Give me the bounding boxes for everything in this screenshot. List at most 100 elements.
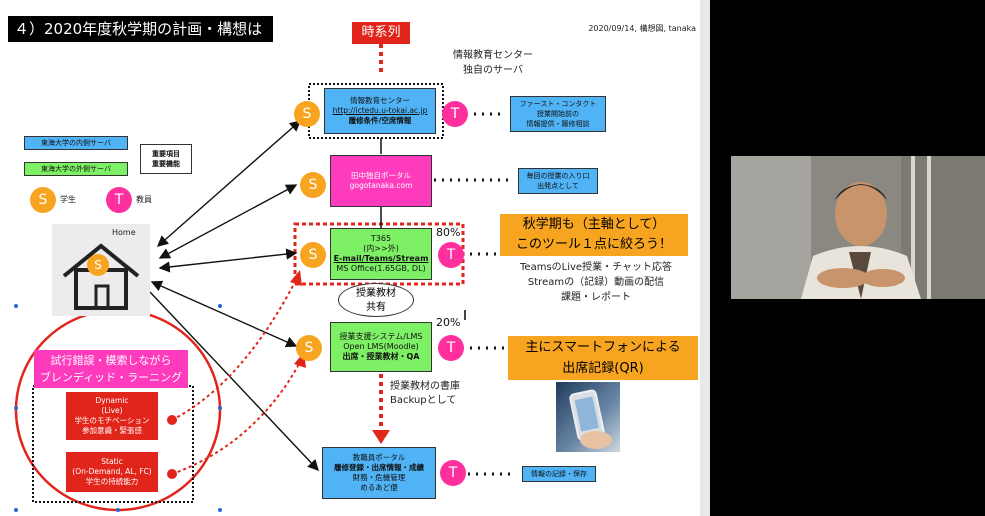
blended-header: 試行錯誤・模索しながら ブレンディッド・ラーニング bbox=[34, 350, 188, 388]
timeline-arrowhead bbox=[372, 430, 390, 444]
note-first-contact-line3: 情報提供・履修相談 bbox=[526, 120, 590, 128]
blended-dynamic-box: Dynamic (Live) 学生のモチベーション 参加意識・緊張感 bbox=[66, 392, 158, 440]
dynamic-line2: (Live) bbox=[101, 406, 123, 415]
arrow-home-t365 bbox=[158, 248, 298, 273]
legend-internal: 東海大学の内側サーバ bbox=[24, 136, 128, 150]
dynamic-line1: Dynamic bbox=[95, 396, 129, 405]
backup-caption: 授業教材の書庫 Backupとして bbox=[390, 380, 470, 408]
node-info-center[interactable]: 情報教育センター http://ictedu.u-tokai.ac.jp 履修条… bbox=[324, 88, 436, 134]
note-entry-line1: 毎回の授業の入り口 bbox=[526, 172, 590, 180]
t365-percent: 80% bbox=[436, 226, 461, 239]
legend-teacher-label: 教員 bbox=[136, 195, 152, 204]
slide-title: ４）2020年度秋学期の計画・構想は bbox=[8, 16, 273, 42]
text-cursor bbox=[464, 310, 466, 320]
note-entry-line2: 出発点として bbox=[537, 182, 579, 190]
materials-line2: 共有 bbox=[366, 302, 386, 313]
callout-smartphone: 主にスマートフォンによる 出席記録(QR) bbox=[508, 336, 698, 380]
smartphone-photo bbox=[556, 382, 620, 452]
arrow-home-portal bbox=[158, 184, 298, 259]
node-lms-platform: Open LMS(Moodle) bbox=[343, 342, 419, 351]
date-author: 2020/09/14, 構想図, tanaka bbox=[588, 24, 696, 33]
curve-dynamic-t365 bbox=[171, 279, 297, 421]
slide-canvas: ４）2020年度秋学期の計画・構想は 2020/09/14, 構想図, tana… bbox=[0, 0, 710, 516]
home-panel: Home S bbox=[52, 224, 150, 316]
legend-important-line1: 重要項目 bbox=[152, 150, 180, 158]
house-icon bbox=[62, 243, 140, 310]
node-portal-url[interactable]: gogotanaka.com bbox=[349, 181, 413, 190]
teacher-icon-t365: T bbox=[438, 242, 464, 268]
teams-line1: TeamsのLive授業・チャット応答 bbox=[520, 262, 672, 273]
node-staff-line4: めるあど便 bbox=[360, 483, 398, 492]
dynamic-dot bbox=[167, 415, 177, 425]
callout-focus: 秋学期も（主軸として） このツール１点に絞ろう！ bbox=[500, 214, 688, 256]
note-record: 情報の記録・保存 bbox=[522, 466, 596, 482]
node-staff-line3: 財務・危機管理 bbox=[352, 473, 406, 482]
materials-line1: 授業教材 bbox=[356, 288, 396, 299]
static-line1: Static bbox=[101, 457, 123, 466]
teams-usage-notes: TeamsのLive授業・チャット応答 Streamの（記録）動画の配信 課題・… bbox=[498, 260, 694, 305]
timeline-label: 時系列 bbox=[352, 22, 410, 44]
callout-focus-line1: 秋学期も（主軸として） bbox=[522, 217, 666, 232]
blended-static-box: Static (On-Demand, AL, FC) 学生の持続能力 bbox=[66, 452, 158, 492]
teams-line3: 課題・レポート bbox=[561, 292, 631, 303]
note-first-contact: ファースト・コンタクト 授業開始前の 情報提供・履修相談 bbox=[510, 96, 606, 132]
node-staff-portal[interactable]: 教職員ポータル 履修登録・出席情報・成績 財務・危機管理 めるあど便 bbox=[322, 447, 436, 499]
node-tanaka-portal[interactable]: 田中独自ポータル gogotanaka.com bbox=[330, 155, 432, 207]
static-line2: (On-Demand, AL, FC) bbox=[72, 467, 152, 476]
student-icon-portal: S bbox=[300, 172, 326, 198]
node-info-center-title: 情報教育センター bbox=[350, 96, 410, 105]
node-lms-features: 出席・授業教材・QA bbox=[342, 352, 420, 361]
teams-line2: Streamの（記録）動画の配信 bbox=[527, 277, 665, 288]
backup-line2: Backupとして bbox=[390, 395, 457, 406]
materials-share-ellipse: 授業教材 共有 bbox=[338, 283, 414, 317]
blended-header-line2: ブレンディッド・ラーニング bbox=[39, 371, 183, 384]
server-caption: 情報教育センター 独自のサーバ bbox=[438, 48, 548, 78]
curve-dynamic-arrowhead bbox=[290, 270, 302, 286]
server-caption-line1: 情報教育センター bbox=[453, 50, 533, 61]
callout-smartphone-line1: 主にスマートフォンによる bbox=[525, 340, 681, 355]
arrow-home-staff bbox=[149, 291, 319, 472]
node-t365[interactable]: T365 (内>>外) E-mail/Teams/Stream MS Offic… bbox=[330, 228, 432, 280]
slide-scrollbar[interactable] bbox=[700, 0, 710, 516]
webcam-presenter-image bbox=[731, 156, 985, 299]
home-student-icon: S bbox=[87, 254, 109, 276]
note-first-contact-line1: ファースト・コンタクト bbox=[519, 100, 597, 108]
arrow-home-center bbox=[156, 120, 302, 247]
static-line3: 学生の持続能力 bbox=[85, 477, 139, 486]
legend-student-label: 学生 bbox=[60, 195, 76, 204]
legend-student-icon: S bbox=[30, 187, 56, 213]
arrow-home-lms bbox=[150, 280, 298, 348]
node-info-center-url[interactable]: http://ictedu.u-tokai.ac.jp bbox=[332, 106, 428, 115]
node-t365-title: T365 bbox=[370, 234, 392, 243]
node-staff-line2: 履修登録・出席情報・成績 bbox=[334, 463, 424, 472]
legend-important: 重要項目 重要機能 bbox=[140, 144, 192, 174]
lms-percent: 20% bbox=[436, 316, 461, 329]
smartphone-icon bbox=[569, 389, 612, 449]
node-staff-title: 教職員ポータル bbox=[352, 453, 406, 462]
teacher-icon-lms: T bbox=[438, 335, 464, 361]
node-t365-office: MS Office(1.65GB, DL) bbox=[336, 264, 426, 273]
static-dot bbox=[167, 469, 177, 479]
student-icon-center: S bbox=[294, 101, 320, 127]
server-caption-line2: 独自のサーバ bbox=[463, 65, 523, 76]
teacher-icon-staff: T bbox=[440, 460, 466, 486]
student-icon-lms: S bbox=[296, 335, 322, 361]
node-t365-direction: (内>>外) bbox=[363, 244, 399, 253]
curve-static-lms bbox=[171, 361, 301, 475]
node-t365-tools: E-mail/Teams/Stream bbox=[333, 254, 429, 263]
node-info-center-desc: 履修条件/空席情報 bbox=[348, 116, 412, 125]
note-first-contact-line2: 授業開始前の bbox=[537, 110, 579, 118]
dynamic-line4: 参加意識・緊張感 bbox=[82, 426, 142, 435]
home-label: Home bbox=[112, 228, 136, 237]
node-lms[interactable]: 授業支援システム/LMS Open LMS(Moodle) 出席・授業教材・QA bbox=[330, 322, 432, 372]
legend-external: 東海大学の外側サーバ bbox=[24, 162, 128, 176]
teacher-icon-center: T bbox=[442, 101, 468, 127]
student-icon-t365: S bbox=[300, 242, 326, 268]
backup-line1: 授業教材の書庫 bbox=[390, 381, 460, 392]
blended-header-line1: 試行錯誤・模索しながら bbox=[50, 354, 172, 367]
webcam-feed bbox=[731, 156, 985, 299]
legend-important-line2: 重要機能 bbox=[152, 160, 180, 168]
callout-smartphone-line2: 出席記録(QR) bbox=[562, 361, 644, 376]
callout-focus-line2: このツール１点に絞ろう！ bbox=[515, 237, 672, 252]
note-entry-point: 毎回の授業の入り口 出発点として bbox=[518, 168, 598, 194]
